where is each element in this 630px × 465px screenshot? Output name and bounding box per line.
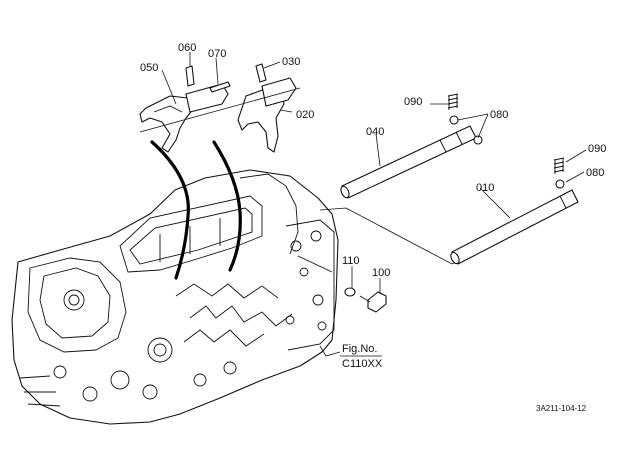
washer-110 <box>344 287 356 297</box>
bolt-100 <box>359 291 387 313</box>
label-050: 050 <box>140 62 158 74</box>
label-090-upper: 090 <box>404 96 422 108</box>
leader-lines <box>161 52 587 357</box>
shift-rod-010 <box>450 189 579 265</box>
fork-guide-line-1 <box>150 140 190 280</box>
shift-fork-020 <box>237 77 297 153</box>
assembly-axis-3 <box>297 255 333 273</box>
label-080-lower: 080 <box>586 167 604 179</box>
label-070: 070 <box>208 48 226 60</box>
fig-no-label: Fig.No. <box>342 343 377 355</box>
detent-spring-ball-lower <box>553 157 565 189</box>
drawing-code: 3A211-104-12 <box>536 404 587 413</box>
label-060: 060 <box>178 42 196 54</box>
label-010: 010 <box>476 182 494 194</box>
pin-060 <box>185 65 195 87</box>
label-100: 100 <box>372 267 390 279</box>
shift-rod-040 <box>340 125 477 199</box>
pin-070 <box>209 81 231 93</box>
label-090-lower: 090 <box>588 143 606 155</box>
assembly-axis-1 <box>139 87 301 133</box>
label-020: 020 <box>296 109 314 121</box>
transmission-case <box>11 169 339 425</box>
fig-no-code: C110XX <box>342 358 383 370</box>
label-080-upper: 080 <box>490 109 508 121</box>
label-030: 030 <box>282 56 300 68</box>
pin-030 <box>255 63 267 83</box>
shift-fork-050 <box>139 83 229 153</box>
label-110: 110 <box>342 255 360 267</box>
fork-guide-line-2 <box>212 140 242 272</box>
label-040: 040 <box>366 126 384 138</box>
